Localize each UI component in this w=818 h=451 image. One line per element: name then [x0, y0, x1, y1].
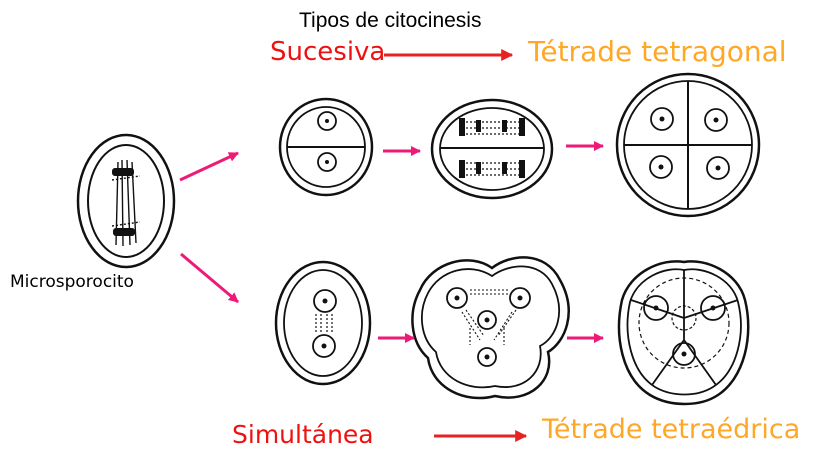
label-tetrade-tetraedrica: Tétrade tetraédrica [542, 414, 801, 445]
label-simultanea: Simultánea [232, 420, 374, 449]
label-sucesiva: Sucesiva [270, 37, 386, 67]
microsporocyte-cell [76, 133, 176, 269]
tetragonal-tetrad-cell [615, 72, 761, 218]
sucesiva-dyad-cell [278, 97, 374, 197]
simultanea-binucleate-cell [274, 260, 372, 386]
tetrahedral-tetrad-cell [617, 260, 750, 406]
arrow-to-simultanea [180, 252, 239, 304]
sucesiva-dividing-cell [430, 98, 554, 200]
diagram-title: Tipos de citocinesis [299, 9, 482, 32]
arrow-to-sucesiva [179, 151, 239, 182]
label-tetrade-tetragonal: Tétrade tetragonal [528, 35, 787, 68]
label-microsporocito: Microsporocito [10, 272, 134, 292]
simultanea-quadrinucleate-cell [411, 256, 570, 400]
